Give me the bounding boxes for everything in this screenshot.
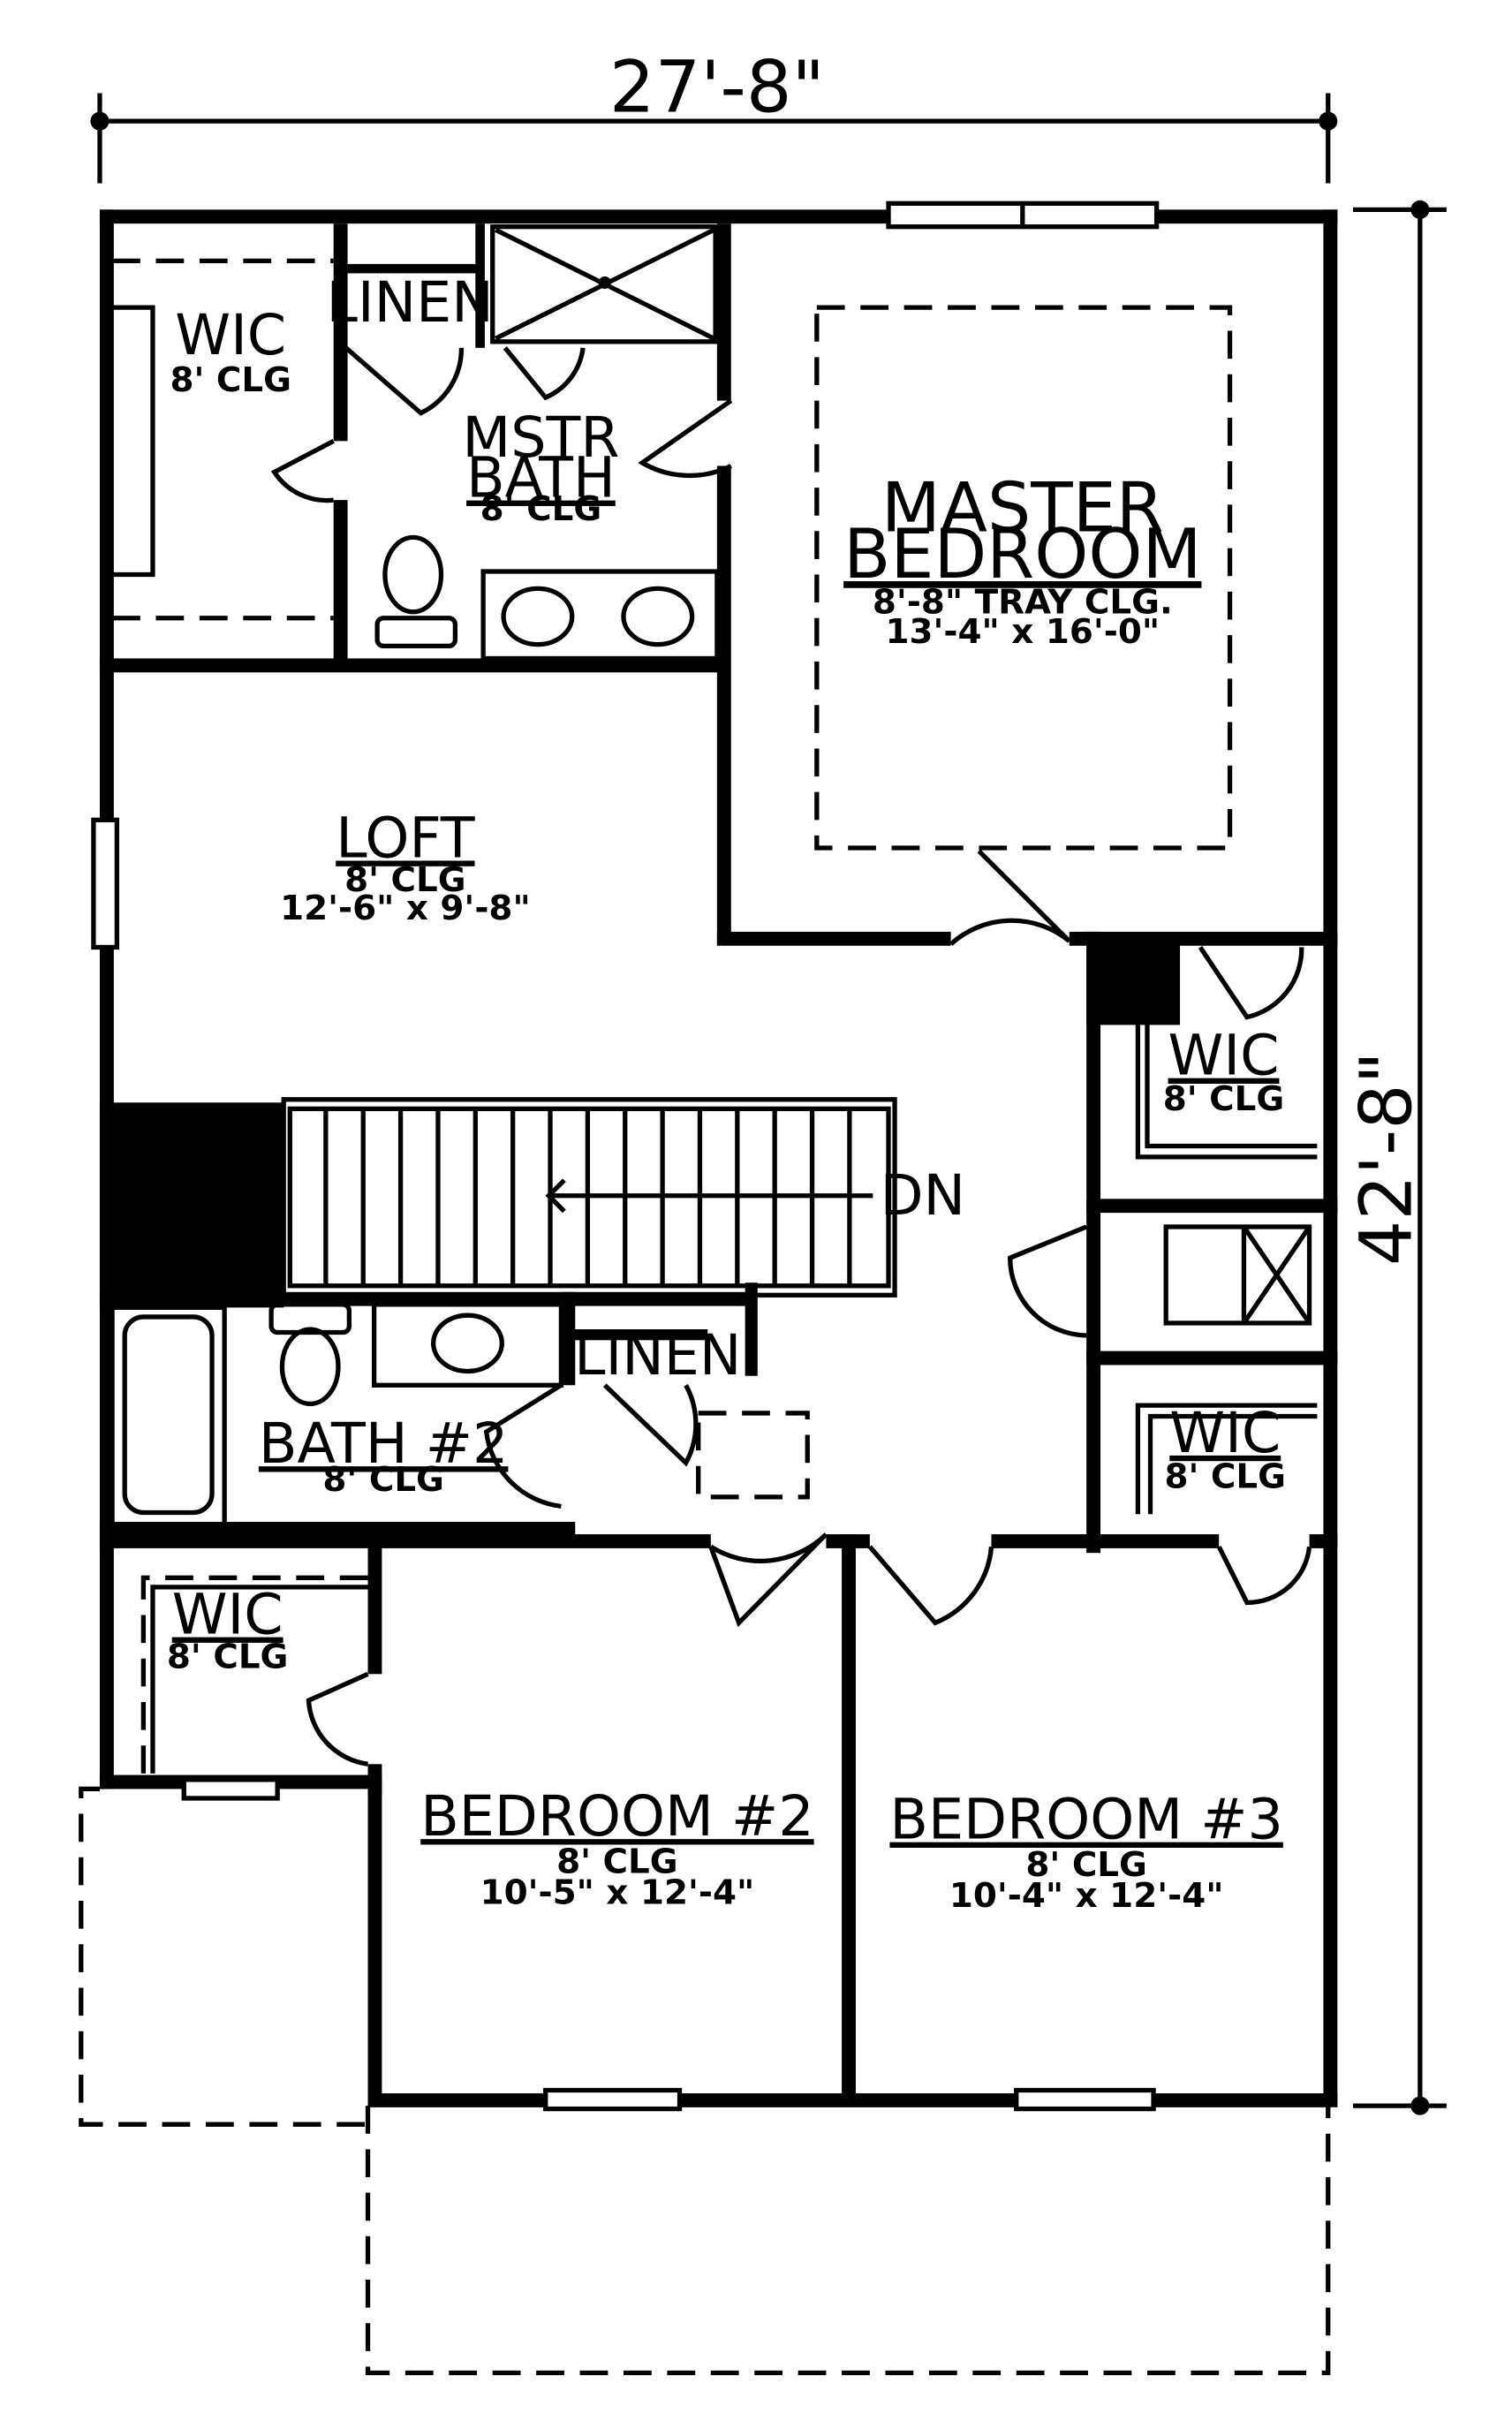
- room-name: BEDROOM #3: [889, 1787, 1282, 1852]
- room-name: BATH #2: [259, 1411, 509, 1476]
- tray-ceiling-outline: [814, 305, 1233, 851]
- lower-level-outline: [79, 1786, 1331, 2376]
- room-name: WIC: [1169, 1400, 1281, 1465]
- interior-walls: [99, 223, 1338, 2107]
- room-wic-nw: WIC 8' CLG: [170, 302, 291, 400]
- staircase: DN: [281, 1097, 965, 1298]
- room-linen-top: LINEN: [327, 269, 494, 335]
- ceiling-note: 8' CLG: [1025, 1845, 1147, 1885]
- room-size: 12'-6" x 9'-8": [280, 889, 531, 928]
- master-bath-fixtures: [374, 224, 720, 662]
- room-name: LINEN: [574, 1322, 741, 1388]
- ceiling-note: 8' CLG: [480, 489, 602, 529]
- room-linen-hall: LINEN: [574, 1322, 741, 1388]
- laundry-box: [1163, 1224, 1312, 1326]
- room-size: 10'-5" x 12'-4": [480, 1873, 755, 1913]
- dimension-depth: 42'-8": [1345, 200, 1447, 2115]
- width-label: 27'-8": [609, 47, 825, 130]
- room-name: LINEN: [327, 269, 494, 335]
- bath2-fixtures: [110, 1302, 564, 1528]
- room-wic-bed2: WIC 8' CLG: [167, 1582, 289, 1677]
- room-bedroom2: BEDROOM #2 8' CLG 10'-5" x 12'-4": [420, 1783, 813, 1912]
- ceiling-note: 8' CLG: [322, 1460, 444, 1500]
- ceiling-note: 8' CLG: [167, 1637, 289, 1676]
- room-name: MASTER: [881, 468, 1164, 548]
- room-name: WIC: [1168, 1023, 1280, 1088]
- dimension-width: 27'-8": [90, 47, 1338, 184]
- room-wic-master: WIC 8' CLG: [1163, 1023, 1285, 1119]
- ceiling-note: 8' CLG: [170, 360, 291, 400]
- room-bedroom3: BEDROOM #3 8' CLG 10'-4" x 12'-4": [889, 1787, 1282, 1916]
- windows: [91, 200, 1160, 2112]
- room-name: LOFT: [336, 806, 475, 871]
- room-bath2: BATH #2 8' CLG: [259, 1411, 509, 1500]
- room-size: 10'-4" x 12'-4": [949, 1876, 1224, 1916]
- attic-access: [696, 1411, 810, 1500]
- room-name: WIC: [172, 1582, 284, 1647]
- ceiling-note: 8' CLG: [556, 1842, 678, 1881]
- room-size: 13'-4" x 16'-0": [885, 612, 1160, 652]
- room-name: MSTR: [462, 405, 619, 470]
- room-name: WIC: [175, 302, 286, 367]
- room-master-bedroom: MASTER BEDROOM 8'-8" TRAY CLG. 13'-4" x …: [843, 468, 1201, 651]
- ceiling-note: 8' CLG: [1164, 1456, 1286, 1496]
- room-master-bath: MSTR BATH 8' CLG: [462, 405, 619, 529]
- room-loft: LOFT 8' CLG 12'-6" x 9'-8": [280, 806, 531, 928]
- stairs-down-label: DN: [881, 1162, 965, 1228]
- depth-label: 42'-8": [1345, 1051, 1428, 1266]
- doors: [270, 345, 1312, 1767]
- room-name: BEDROOM: [843, 515, 1201, 594]
- ceiling-note: 8' CLG: [1163, 1079, 1285, 1119]
- closet-shelves: [112, 258, 1318, 1774]
- room-name: BEDROOM #2: [420, 1783, 813, 1849]
- ceiling-note: 8' CLG: [344, 860, 466, 900]
- room-wic-bed3: WIC 8' CLG: [1164, 1400, 1286, 1496]
- ceiling-note: 8'-8" TRAY CLG.: [873, 583, 1173, 623]
- room-name: BATH: [466, 445, 616, 511]
